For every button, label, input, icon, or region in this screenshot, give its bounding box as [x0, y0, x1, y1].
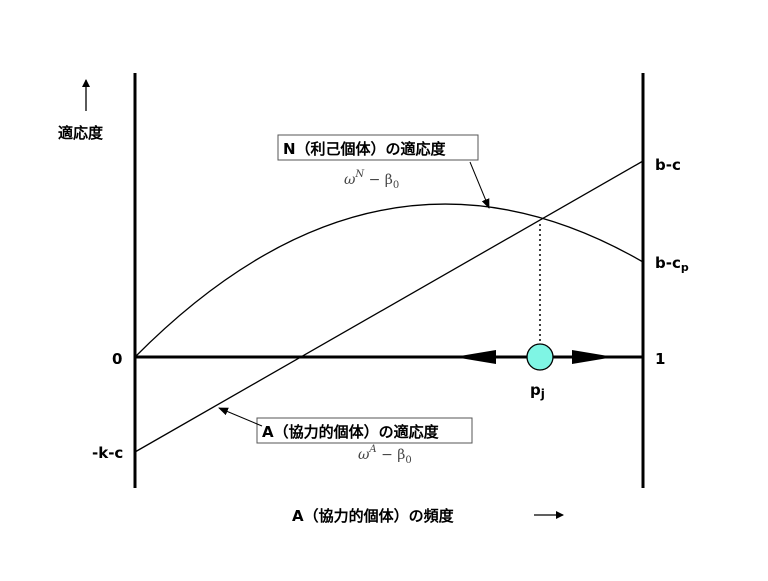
right-direction-arrow	[572, 350, 614, 364]
cooperator-label-box	[256, 417, 473, 444]
cooperator-fitness-line	[134, 160, 644, 453]
y-axis-label: 適応度	[58, 124, 104, 142]
selfish-label-box	[277, 134, 479, 161]
selfish-pointer-arrow	[469, 161, 490, 209]
cooperator-pointer-arrow	[218, 407, 263, 427]
equilibrium-point	[526, 343, 554, 371]
selfish-fitness-curve	[134, 203, 644, 358]
x-min-label: 0	[112, 350, 122, 368]
cooperator-fitness-formula: ωA − β0	[358, 444, 412, 466]
equilibrium-label: pj	[530, 381, 545, 401]
b-minus-cp-label: b-cp	[655, 254, 689, 274]
selfish-fitness-label: N（利己個体）の適応度	[283, 140, 447, 158]
selfish-fitness-formula: ωN − β0	[344, 169, 399, 191]
left-direction-arrow	[454, 350, 496, 364]
minus-k-minus-c-label: -k-c	[92, 444, 123, 462]
x-axis-label: A（協力的個体）の頻度	[292, 507, 455, 525]
b-minus-c-label: b-c	[655, 156, 681, 174]
x-max-label: 1	[655, 350, 665, 368]
cooperator-fitness-label: A（協力的個体）の適応度	[262, 423, 440, 441]
